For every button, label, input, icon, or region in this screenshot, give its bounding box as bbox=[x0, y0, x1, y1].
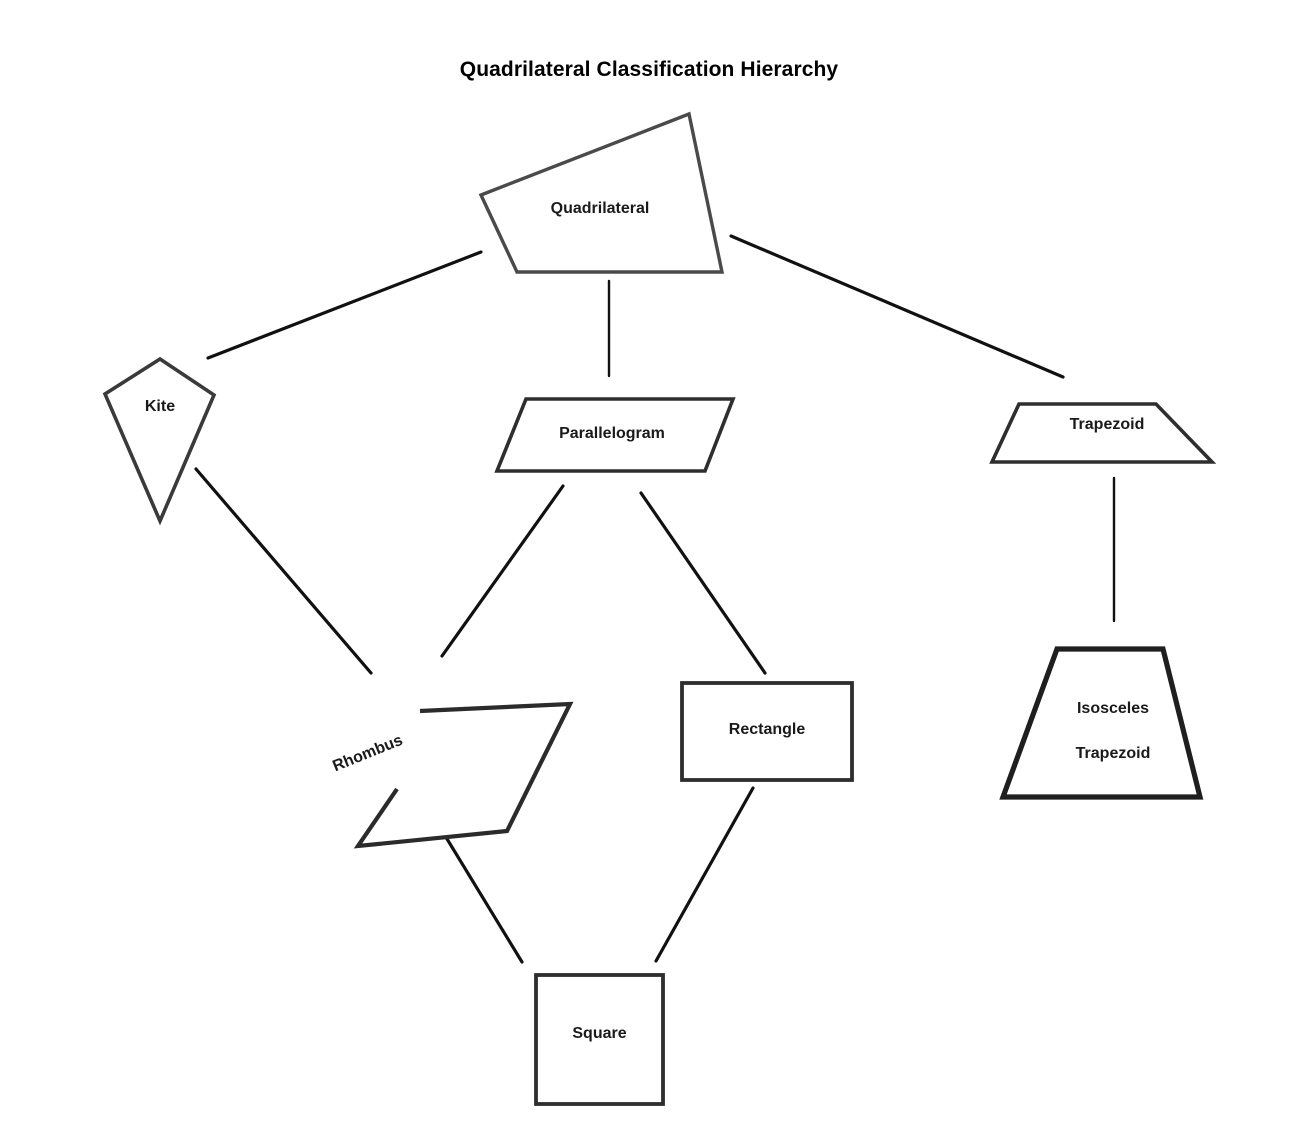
shape-trapezoid[interactable] bbox=[989, 402, 1217, 464]
shape-kite[interactable] bbox=[102, 356, 217, 526]
edge-kite-rhombus bbox=[194, 467, 373, 675]
shape-parallelogram[interactable] bbox=[494, 397, 736, 473]
shape-quadrilateral[interactable] bbox=[478, 111, 725, 274]
edge-parallelogram-rhombus bbox=[440, 484, 565, 658]
edge-rectangle-square bbox=[654, 786, 755, 963]
edge-quadrilateral-kite bbox=[206, 250, 483, 360]
shape-isosceles-trapezoid[interactable] bbox=[999, 646, 1204, 800]
edge-quadrilateral-trapezoid bbox=[729, 234, 1065, 379]
page-title: Quadrilateral Classification Hierarchy bbox=[459, 58, 839, 81]
shape-square[interactable] bbox=[534, 973, 665, 1106]
shape-rhombus[interactable] bbox=[353, 701, 574, 849]
shape-rectangle[interactable] bbox=[680, 681, 854, 782]
edge-parallelogram-rectangle bbox=[639, 491, 767, 675]
